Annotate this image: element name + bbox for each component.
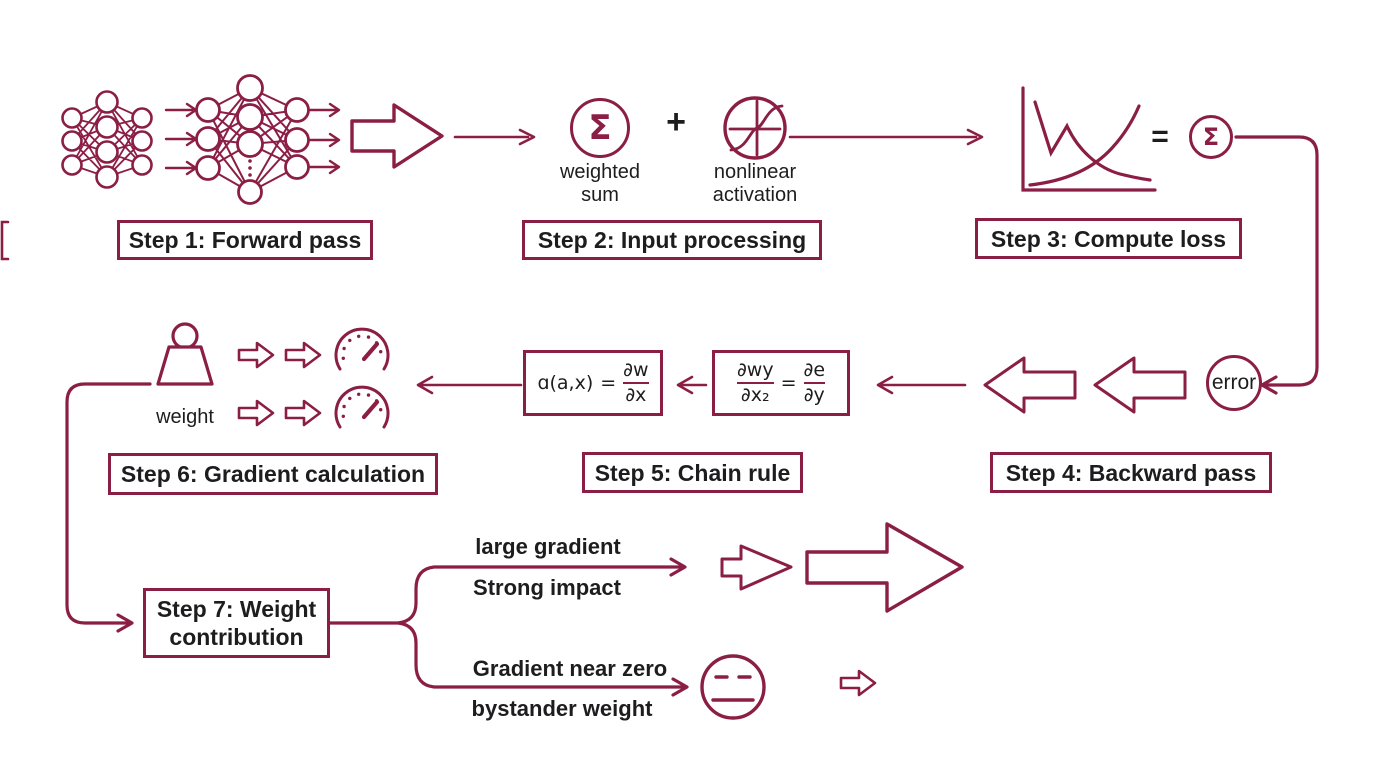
connector-weight-to-step7 bbox=[65, 382, 152, 633]
fraction-bar bbox=[803, 381, 826, 385]
gradient-fn-lhs: ɑ(a,x) bbox=[537, 372, 594, 394]
chain-rule-numerator-2: ∂e bbox=[803, 358, 826, 381]
step3-label: Step 3: Compute loss bbox=[990, 225, 1227, 252]
equals-symbol: = bbox=[1151, 120, 1169, 153]
step2-box: Step 2: Input processing bbox=[522, 220, 822, 260]
plus-symbol: + bbox=[666, 103, 686, 141]
chain-rule-numerator-1: ∂wy bbox=[736, 358, 774, 381]
strong-impact-small-arrow-icon bbox=[720, 544, 793, 591]
weight-label: weight bbox=[156, 406, 214, 428]
error-circle-icon: error bbox=[1206, 355, 1262, 411]
step4-label: Step 4: Backward pass bbox=[1005, 459, 1257, 486]
forward-block-arrow-icon bbox=[350, 103, 444, 169]
step3-box: Step 3: Compute loss bbox=[975, 218, 1242, 259]
step7-box: Step 7: Weight contribution bbox=[143, 588, 330, 658]
step5-label: Step 5: Chain rule bbox=[594, 459, 791, 486]
chain-rule-fraction-1: ∂wy ∂x₂ bbox=[736, 358, 774, 407]
activation-circle-icon bbox=[723, 96, 787, 160]
arrow-backward-to-chain bbox=[876, 375, 967, 395]
chain-rule-equals: = bbox=[780, 372, 797, 394]
gauge-icon-bottom bbox=[336, 387, 388, 427]
step7-label-line1: Step 7: Weight bbox=[156, 596, 317, 622]
gauge-icon-top bbox=[336, 329, 388, 369]
step5-box: Step 5: Chain rule bbox=[582, 452, 803, 493]
gradient-fn-numerator: ∂w bbox=[623, 358, 649, 381]
sigma-symbol: Σ bbox=[1202, 123, 1220, 151]
strong-impact-large-arrow-icon bbox=[805, 522, 964, 613]
bystander-small-arrow-icon bbox=[839, 669, 877, 697]
arrow-chain-to-gradient bbox=[416, 375, 523, 395]
large-gradient-label: large gradient bbox=[475, 534, 621, 559]
weighted-sum-label: weighted sum bbox=[559, 161, 641, 206]
gradient-function-box: ɑ(a,x) = ∂w ∂x bbox=[523, 350, 663, 416]
gradient-fn-fraction: ∂w ∂x bbox=[623, 358, 649, 407]
connector-loss-to-error bbox=[1234, 135, 1319, 395]
cropped-box-artifact bbox=[0, 220, 10, 261]
loss-curve-icon bbox=[1021, 86, 1157, 192]
step4-box: Step 4: Backward pass bbox=[990, 452, 1272, 493]
strong-impact-label: Strong impact bbox=[473, 575, 621, 600]
fraction-bar bbox=[736, 381, 774, 385]
arrow-chain-to-chain bbox=[676, 375, 708, 395]
neural-network-large-icon bbox=[164, 74, 341, 205]
gradient-flow-arrows bbox=[237, 341, 322, 427]
chain-rule-fraction-2: ∂e ∂y bbox=[803, 358, 826, 407]
chain-rule-denominator-2: ∂y bbox=[803, 384, 825, 407]
step1-label: Step 1: Forward pass bbox=[128, 227, 362, 253]
arrow-to-weighted-sum bbox=[453, 128, 536, 146]
nonlinear-activation-label: nonlinear activation bbox=[712, 161, 798, 206]
backward-block-arrows-icon bbox=[983, 356, 1187, 414]
chain-rule-box: ∂wy ∂x₂ = ∂e ∂y bbox=[712, 350, 850, 416]
arrow-to-loss bbox=[788, 128, 984, 146]
step6-label: Step 6: Gradient calculation bbox=[120, 461, 426, 487]
sigma-symbol: Σ bbox=[588, 108, 612, 148]
step6-box: Step 6: Gradient calculation bbox=[108, 453, 438, 495]
sum-circle-icon: Σ bbox=[570, 98, 630, 158]
fraction-bar bbox=[623, 381, 649, 385]
gradient-fn-equals: = bbox=[600, 372, 617, 394]
gradient-near-zero-label: Gradient near zero bbox=[472, 656, 668, 681]
fork-step7-branches bbox=[328, 557, 689, 697]
chain-rule-denominator-1: ∂x₂ bbox=[740, 384, 770, 407]
bystander-weight-label: bystander weight bbox=[471, 696, 653, 721]
step7-label-line2: contribution bbox=[169, 624, 304, 650]
step2-label: Step 2: Input processing bbox=[537, 227, 807, 253]
step1-box: Step 1: Forward pass bbox=[117, 220, 373, 260]
neural-network-small-icon bbox=[61, 90, 153, 189]
gradient-fn-denominator: ∂x bbox=[625, 384, 647, 407]
neutral-face-icon bbox=[700, 654, 766, 720]
kettlebell-weight-icon bbox=[156, 322, 214, 386]
sum-circle-small-icon: Σ bbox=[1189, 115, 1233, 159]
error-label: error bbox=[1211, 371, 1257, 394]
